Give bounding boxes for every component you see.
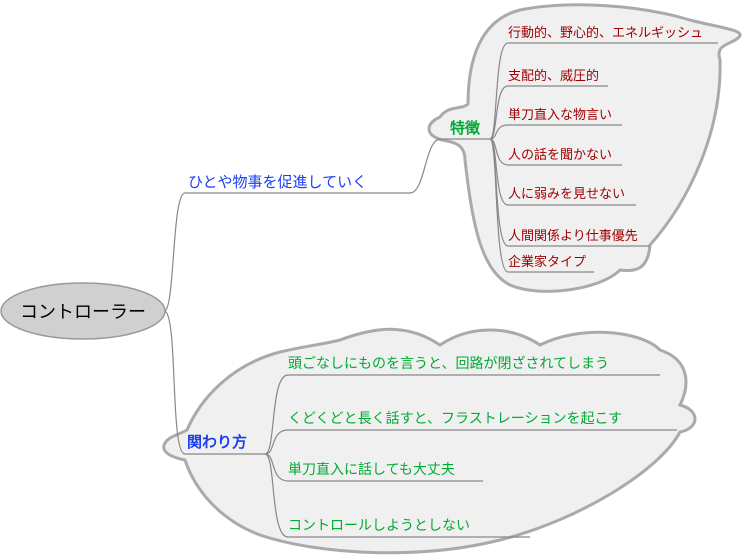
feature-items: 行動的、野心的、エネルギッシュ 支配的、威圧的 単刀直入な物言い 人の話を聞かな… (508, 25, 703, 270)
relation-item[interactable]: コントロールしようとしない (288, 518, 470, 534)
feature-node-label[interactable]: 特徴 (450, 119, 481, 137)
relation-item[interactable]: 単刀直入に話しても大丈夫 (288, 461, 455, 478)
feature-item[interactable]: 支配的、威圧的 (508, 68, 599, 84)
feature-item[interactable]: 人間関係より仕事優先 (508, 229, 638, 244)
relation-item[interactable]: くどくどと長く話すと、フラストレーションを起こす (288, 410, 622, 427)
relation-node-label[interactable]: 関わり方 (187, 433, 247, 451)
connector-branch-1 (164, 138, 490, 312)
feature-item[interactable]: 単刀直入な物言い (508, 107, 612, 123)
root-label: コントローラー (20, 302, 146, 323)
relation-item[interactable]: 頭ごなしにものを言うと、回路が閉ざされてしまう (288, 355, 609, 372)
relation-connectors (264, 374, 677, 538)
feature-item[interactable]: 行動的、野心的、エネルギッシュ (508, 25, 703, 41)
relation-items: 頭ごなしにものを言うと、回路が閉ざされてしまう くどくどと長く話すと、フラストレ… (288, 355, 622, 534)
root-node[interactable] (0, 282, 166, 340)
connector-branch-2 (164, 310, 265, 455)
branch-label-promote[interactable]: ひとや物事を促進していく (188, 173, 367, 191)
feature-item[interactable]: 企業家タイプ (508, 254, 586, 270)
feature-connectors (489, 42, 718, 273)
feature-item[interactable]: 人の話を聞かない (508, 147, 612, 163)
feature-item[interactable]: 人に弱みを見せない (508, 187, 625, 202)
feature-cloud (427, 3, 742, 293)
relation-cloud (162, 327, 697, 555)
